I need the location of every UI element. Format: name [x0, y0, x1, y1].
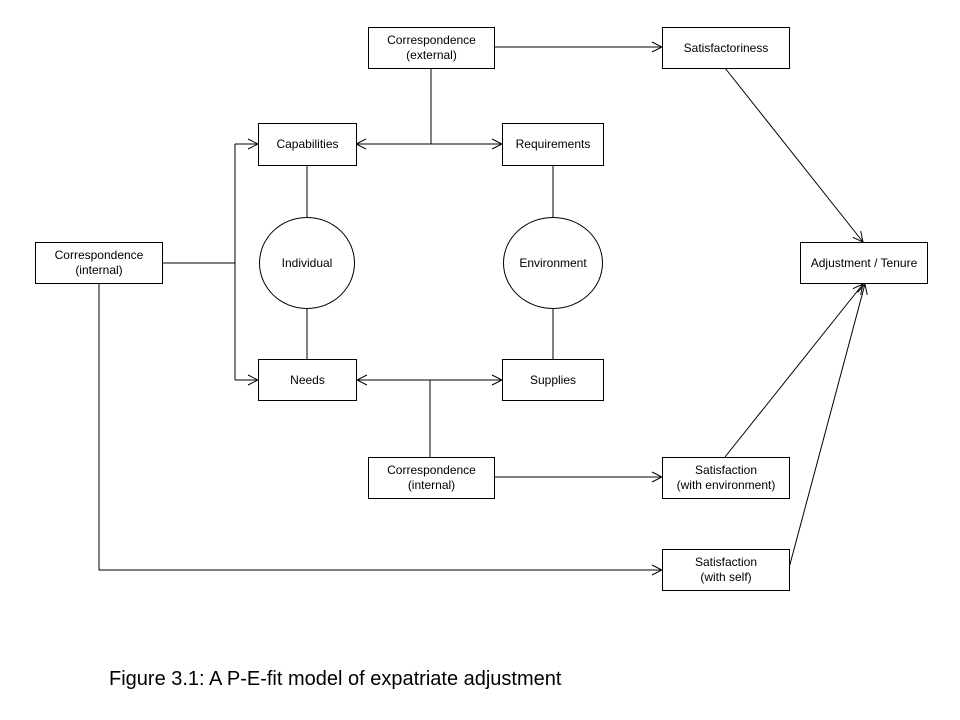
node-correspondence-external: Correspondence (external) [368, 27, 495, 69]
edge-corr-internal-left-to-sat-self [98, 284, 662, 570]
node-satisfaction-environment: Satisfaction (with environment) [662, 457, 790, 499]
node-label: Adjustment / Tenure [810, 255, 918, 270]
node-supplies: Supplies [502, 359, 604, 401]
node-correspondence-internal-left: Correspondence (internal) [35, 242, 163, 284]
node-needs: Needs [258, 359, 357, 401]
node-individual: Individual [259, 217, 355, 309]
node-sublabel: (internal) [407, 478, 456, 492]
node-label: Individual [281, 256, 333, 270]
node-label: Correspondence [54, 248, 144, 262]
node-label: Satisfaction [694, 463, 758, 477]
node-environment: Environment [503, 217, 603, 309]
node-sublabel: (with self) [700, 570, 752, 584]
edge-sat-self-to-adjustment [788, 284, 865, 569]
node-requirements: Requirements [502, 123, 604, 166]
node-correspondence-internal-bottom: Correspondence (internal) [368, 457, 495, 499]
node-label: Correspondence [387, 463, 476, 477]
node-label: Environment [519, 256, 587, 270]
node-capabilities: Capabilities [258, 123, 357, 166]
node-label: Satisfaction [694, 555, 758, 569]
node-sublabel: (internal) [75, 263, 123, 277]
edge-satisfactoriness-to-adjustment [724, 67, 863, 242]
node-satisfactoriness: Satisfactoriness [662, 27, 790, 69]
node-label: Satisfactoriness [683, 40, 769, 55]
node-label: Supplies [529, 372, 577, 387]
edge-sat-env-to-adjustment [724, 284, 863, 458]
node-label: Correspondence [387, 33, 476, 47]
figure-caption: Figure 3.1: A P-E-fit model of expatriat… [109, 668, 562, 690]
node-satisfaction-self: Satisfaction (with self) [662, 549, 790, 591]
node-label: Requirements [515, 137, 591, 151]
node-label: Capabilities [276, 137, 339, 151]
node-adjustment-tenure: Adjustment / Tenure [800, 242, 928, 284]
node-label: Needs [290, 372, 325, 387]
node-sublabel: (external) [406, 48, 457, 62]
node-sublabel: (with environment) [676, 478, 776, 492]
